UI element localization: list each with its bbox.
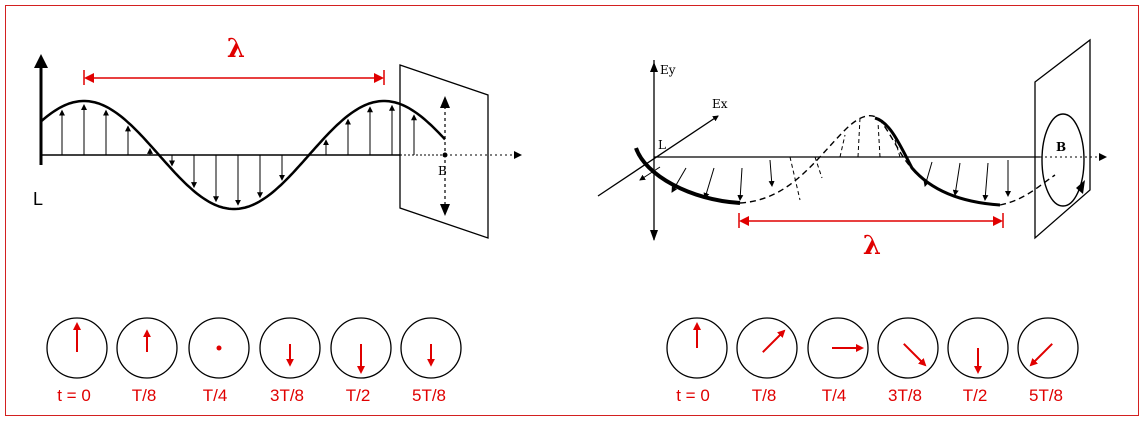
left-lambda-arrow-right [374,73,384,83]
linear-time-label: t = 0 [57,386,91,405]
circular-time-circle [736,317,798,379]
left-wavelength-symbol: λ [226,34,246,64]
linear-time-label: 3T/8 [269,386,305,405]
right-field-vector [703,167,715,199]
linear-time-label: T/4 [202,386,228,405]
circular-field-arrow [1029,343,1053,367]
left-origin-label: L [33,189,44,209]
circular-field-arrow [903,343,927,367]
right-field-vector [768,159,775,187]
left-field-vectors [59,104,417,206]
circular-time-circle [877,317,939,379]
linear-time-circle [400,317,462,379]
right-field-vector-back [877,121,881,158]
linear-time-circle [259,317,321,379]
circular-time-label: t = 0 [676,386,710,405]
linear-time-circle [330,317,392,379]
right-screen-point-label: B [1056,140,1067,154]
left-lambda-arrow-left [84,73,94,83]
right-field-vector-back [839,134,846,158]
right-field-vector [982,162,989,201]
ey-axis-arrowhead [650,62,658,72]
right-field-vector [737,167,744,201]
circular-time-circle [807,317,869,379]
right-screen-circle-arrow [1076,180,1085,194]
left-screen-point-label: B [438,164,447,178]
linear-time-label: T/8 [131,386,157,405]
circular-time-label: 3T/8 [887,386,923,405]
circular-time-circle [1017,317,1079,379]
circular-time-label: 5T/8 [1028,386,1064,405]
ey-axis-arrowhead-down [650,230,658,241]
right-field-vector [671,167,687,193]
right-field-vector-back [857,117,861,158]
circular-time-steps [666,317,1079,379]
linear-time-circle [116,317,178,379]
right-screen-plane [1034,38,1091,240]
helix-front-middle [874,116,1001,207]
linear-time-label: T/2 [345,386,371,405]
right-lambda-arrow-left [739,216,749,226]
left-sine-wave [40,99,446,211]
linear-time-circle [46,317,108,379]
linear-time-label: 5T/8 [411,386,447,405]
ey-axis-label: Ey [660,63,676,77]
right-field-vector-back [814,156,823,179]
left-screen-point [442,152,448,158]
linear-field-dot [216,345,222,351]
right-field-vector [639,166,661,181]
ex-axis [597,115,719,197]
left-screen-arrow-down [440,204,450,216]
circular-time-label: T/8 [751,386,777,405]
helix-end-dashed [999,174,1056,206]
circular-time-label: T/2 [962,386,988,405]
left-axis-arrowhead [34,54,48,68]
right-wavelength-symbol: λ [862,231,882,261]
linear-time-circle [188,317,250,379]
left-screen-arrow-up [440,96,450,108]
right-screen-circle [1041,113,1085,207]
figure-frame [5,5,1139,416]
right-lambda-arrow-right [993,216,1003,226]
ex-axis-label: Ex [712,97,728,111]
right-field-vector-back [789,156,801,201]
left-screen-plane [399,64,489,239]
helix-front-start [634,147,741,205]
right-origin-label: L [658,138,666,152]
right-field-vectors [639,117,1011,201]
circular-field-arrow [762,329,786,353]
circular-wave-diagram [597,38,1107,241]
circular-time-circle [947,317,1009,379]
helix-back-dashed [739,114,915,204]
linear-wave-diagram [34,54,522,239]
circular-time-circle [666,317,728,379]
linear-time-steps [46,317,462,379]
circular-time-label: T/4 [821,386,847,405]
right-field-vector [952,162,961,196]
